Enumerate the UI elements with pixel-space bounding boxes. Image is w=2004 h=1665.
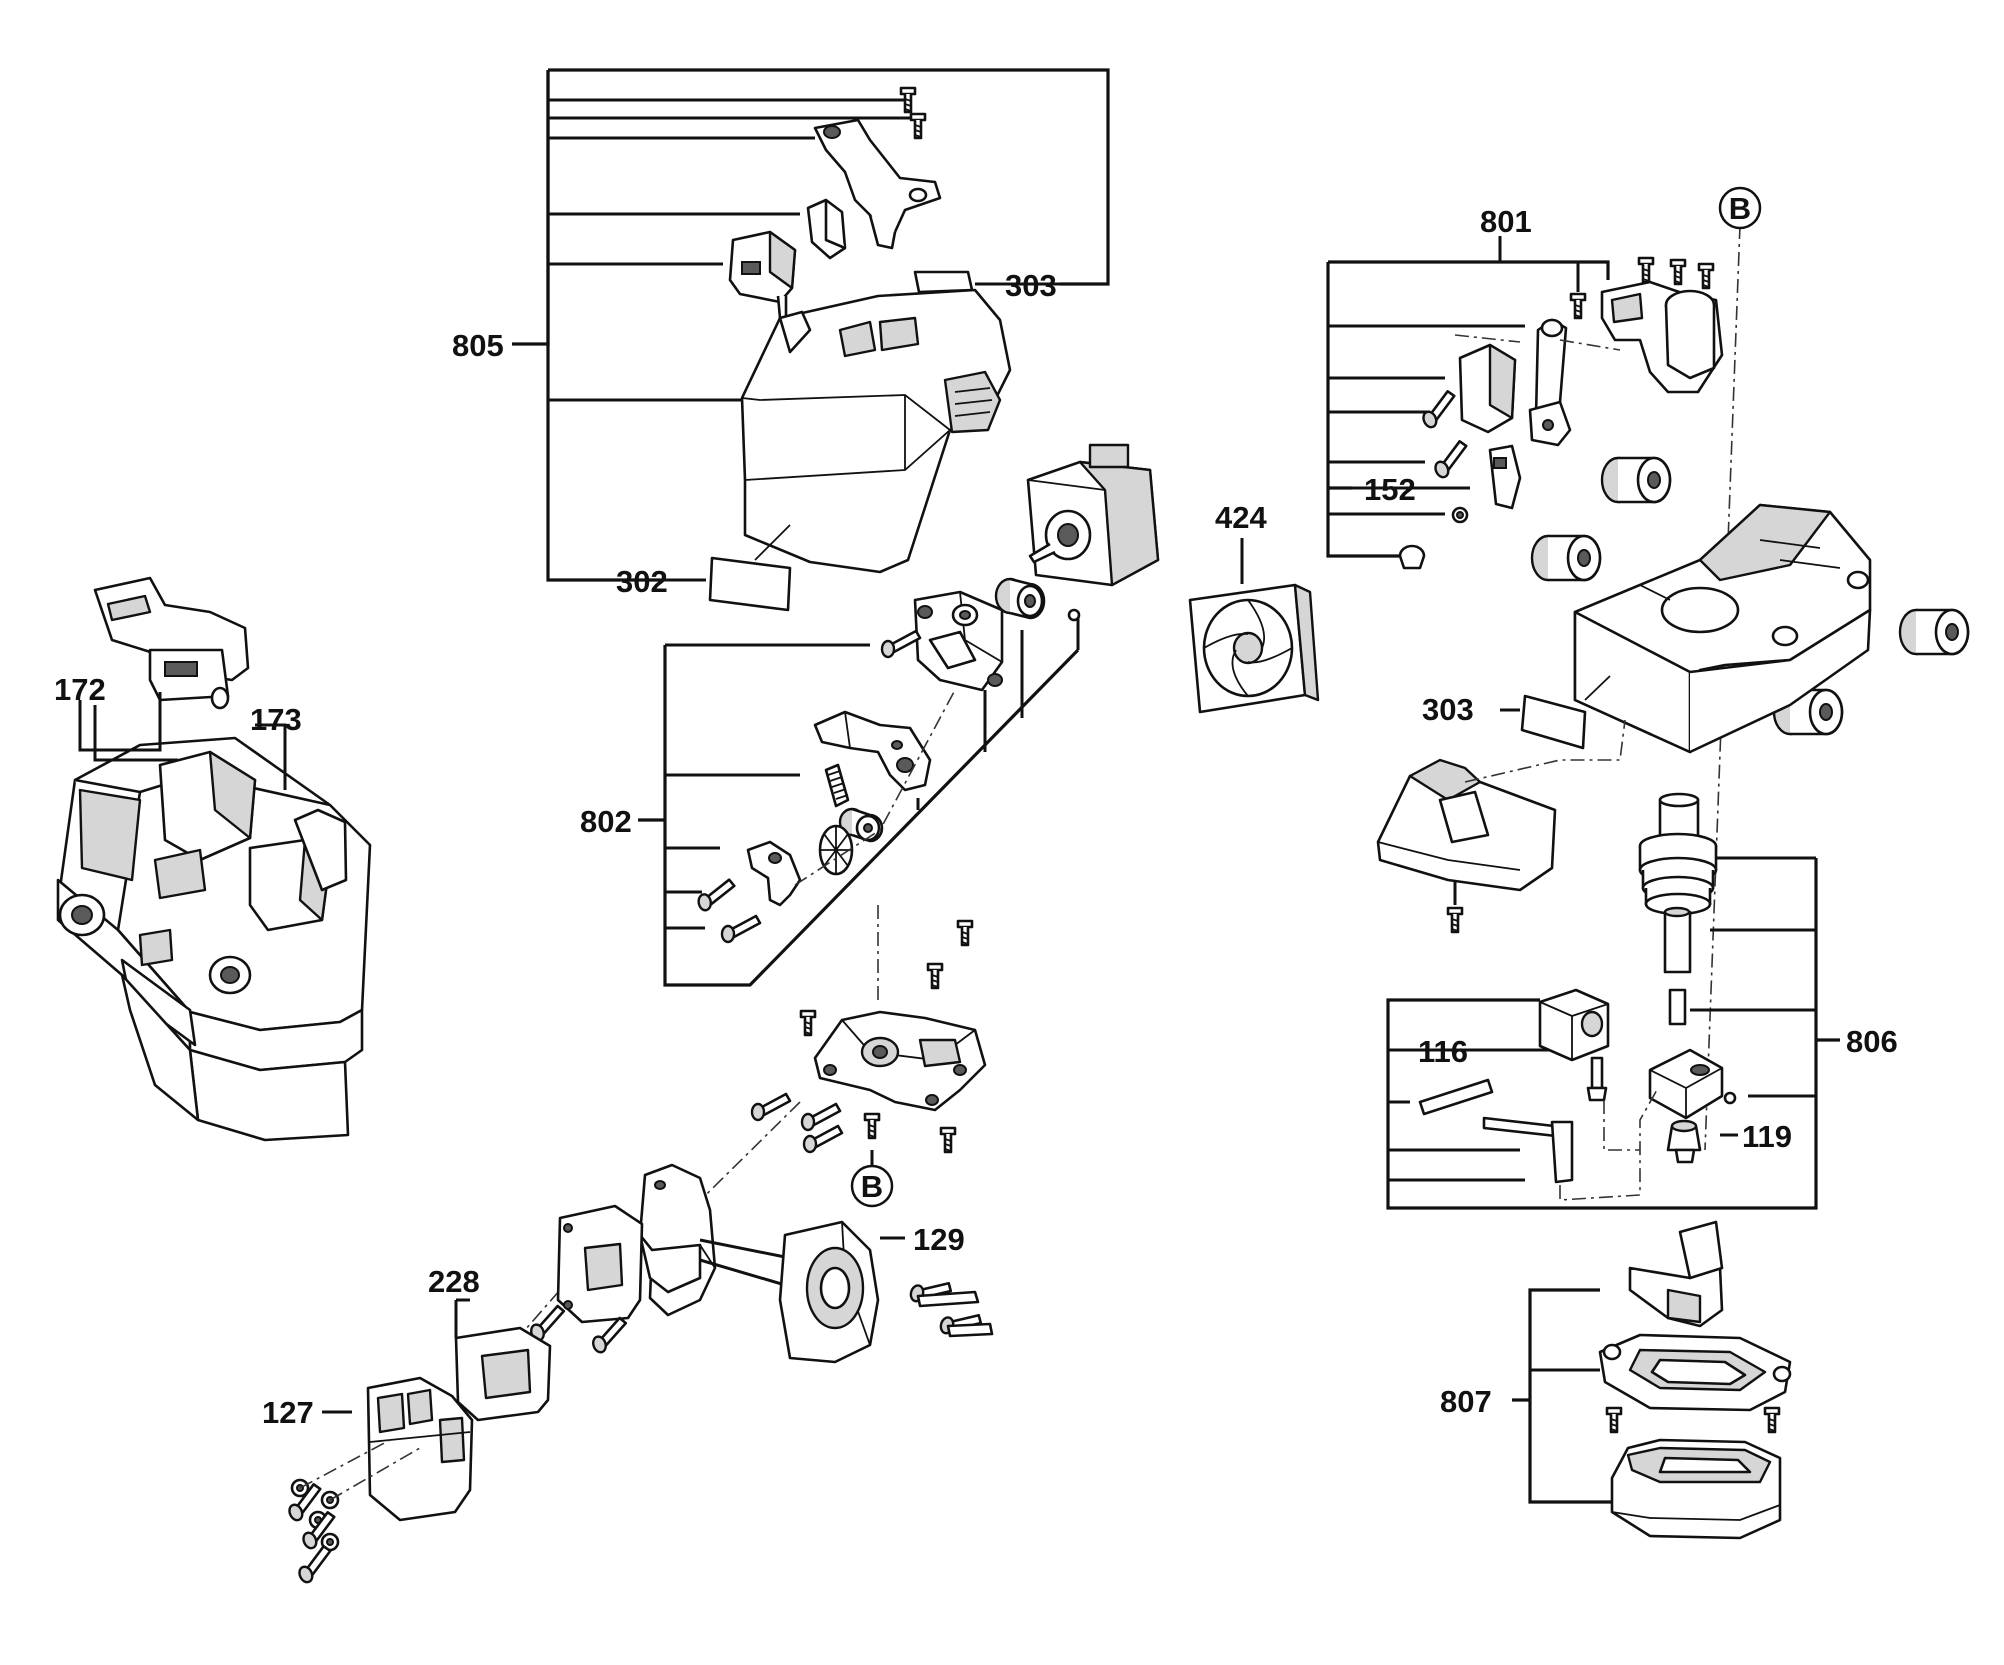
label-806: 806 [1846,1024,1898,1059]
bottom-cover-807 [1512,1220,1792,1540]
bracket-129 [638,1163,791,1317]
label-172: 172 [54,672,106,707]
reference-circle-b-lower [850,1164,894,1208]
label-152: 152 [1364,472,1416,507]
cooling-fan-424 [1188,538,1320,714]
cover-assembly-805 [512,68,1110,612]
label-228: 228 [428,1264,480,1299]
reference-circle-b-upper [1718,186,1762,230]
roller-2 [1530,534,1602,582]
roller-1 [1600,456,1672,504]
spindle-assembly-806 [1386,792,1840,1210]
roller-3 [1898,608,1970,656]
switch-board-127 [281,1376,474,1586]
label-802: 802 [580,804,632,839]
base-plate [419,919,987,1451]
blower-housing [778,1220,905,1364]
gearbox-assembly-802 [638,577,1081,1000]
label-173: 173 [250,702,302,737]
circuit-board-228 [454,1298,552,1422]
label-129: 129 [913,1222,965,1257]
label-303-housing: 303 [1422,692,1474,727]
assembled-unit-view [56,576,372,1142]
label-119: 119 [1742,1119,1792,1154]
main-housing [1573,503,1872,754]
label-303-cover: 303 [1005,268,1057,303]
stepper-motor [1026,443,1160,587]
ref-b-upper: B [1729,191,1751,226]
label-807: 807 [1440,1384,1492,1419]
label-127: 127 [262,1395,314,1430]
label-801: 801 [1480,204,1532,239]
label-302: 302 [616,564,668,599]
label-116: 116 [1418,1034,1468,1069]
ref-b-lower: B [861,1169,883,1204]
label-805: 805 [452,328,504,363]
label-424: 424 [1215,500,1267,535]
mounting-plate-228 [524,1204,644,1356]
battery-tray [1376,719,1626,934]
